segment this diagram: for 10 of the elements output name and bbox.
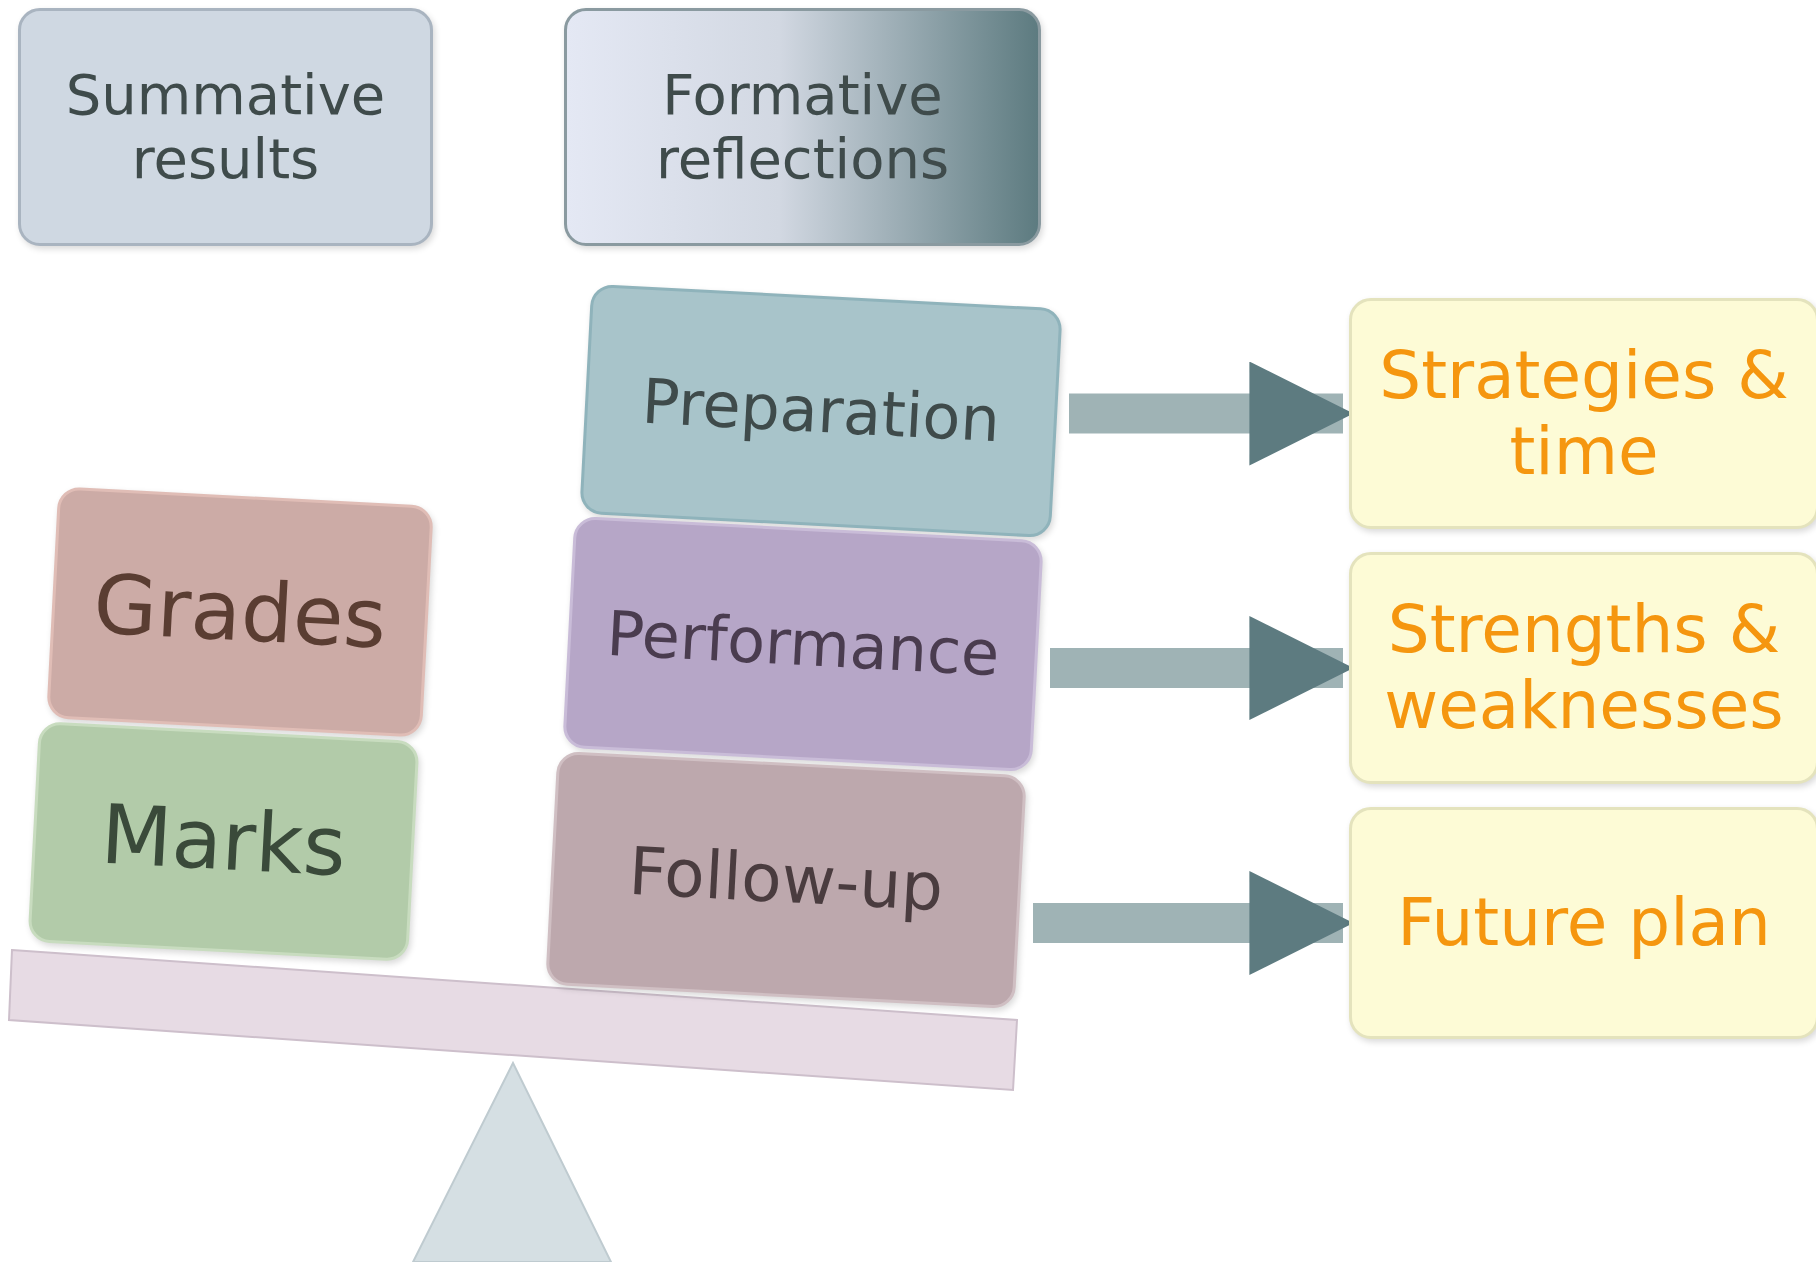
- weight-box: Marks: [27, 721, 420, 962]
- category-box: Formative reflections: [564, 8, 1041, 246]
- weight-box: Follow-up: [545, 750, 1027, 1010]
- weight-box: Preparation: [579, 283, 1063, 539]
- outcome-box: Strategies & time: [1349, 298, 1816, 529]
- outcome-box: Future plan: [1349, 807, 1816, 1039]
- weight-box: Performance: [562, 515, 1044, 773]
- outcome-box: Strengths & weaknesses: [1349, 552, 1816, 784]
- category-box: Summative results: [18, 8, 433, 246]
- weight-box: Grades: [46, 486, 434, 738]
